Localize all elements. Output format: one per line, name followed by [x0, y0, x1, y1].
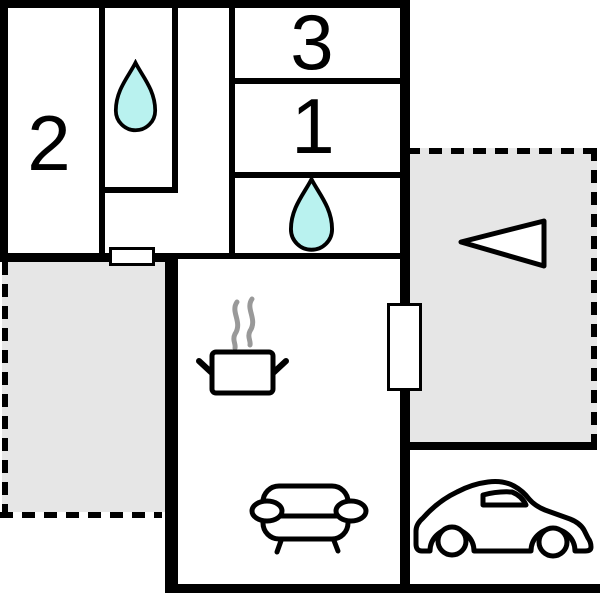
wall-hallway-right: [229, 8, 235, 259]
room-2-label: 2: [27, 99, 71, 187]
wall-mainroom-left: [165, 253, 178, 584]
steam-icon: [231, 299, 241, 351]
terrace-left-dashed-edge-south: [0, 512, 162, 518]
wall-outer-bottom: [165, 584, 600, 593]
wall-outer-top: [0, 0, 410, 8]
terrace-right-dashed-edge-east: [591, 148, 597, 443]
terrace-left-dashed-edge-west: [2, 262, 8, 518]
cooking-pot-icon: [196, 296, 289, 396]
wall-bathroom1-bottom: [99, 187, 178, 193]
wall-leftblock-bottom: [0, 253, 178, 262]
entrance-door: [109, 247, 155, 266]
wall-bathroom1-right: [172, 8, 178, 193]
wall-room2-divider: [99, 8, 105, 253]
room-3-label: 3: [290, 0, 334, 86]
water-drop-icon-bathroom-1: [113, 59, 158, 133]
car-window: [480, 489, 529, 508]
wall-outer-right-of-house: [400, 0, 410, 593]
car-wheel: [435, 524, 469, 558]
terrace-door: [387, 303, 422, 391]
sofa-icon: [249, 483, 369, 555]
terrace-right: [410, 148, 597, 443]
car-icon: [413, 479, 594, 559]
steam-icon: [246, 296, 256, 348]
terrace-right-dashed-edge-north: [407, 148, 597, 154]
wall-room1-bottom: [234, 172, 400, 178]
wall-garage-top: [400, 442, 597, 450]
terrace-left: [2, 262, 165, 512]
water-drop-icon-bathroom-2: [288, 176, 335, 252]
wall-room3-bottom: [234, 78, 400, 84]
entrance-arrow-icon: [458, 218, 547, 269]
car-wheel: [536, 525, 570, 559]
wall-outer-left: [0, 0, 8, 262]
room-1-label: 1: [291, 82, 335, 170]
wall-mainroom-top: [178, 253, 400, 259]
